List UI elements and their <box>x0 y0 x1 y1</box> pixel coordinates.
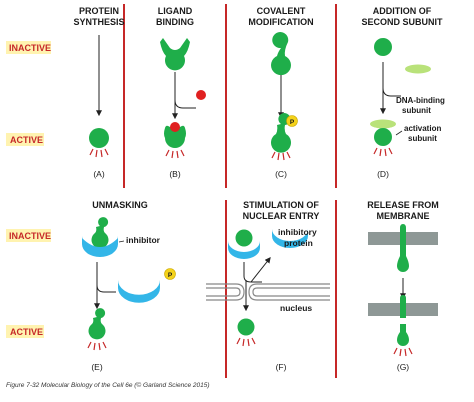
inactive-protein <box>235 229 253 247</box>
svg-text:subunit: subunit <box>402 106 431 115</box>
dna-binding-subunit <box>374 38 392 56</box>
nuclear-envelope <box>206 283 245 301</box>
inactive-protein <box>91 217 109 249</box>
svg-text:PROTEIN: PROTEIN <box>79 6 119 16</box>
svg-text:COVALENT: COVALENT <box>257 6 306 16</box>
bound-ligand <box>170 122 180 132</box>
svg-text:MEMBRANE: MEMBRANE <box>377 211 430 221</box>
active-protein <box>164 125 186 148</box>
active-protein <box>89 128 109 148</box>
svg-text:LIGAND: LIGAND <box>158 6 193 16</box>
svg-text:INACTIVE: INACTIVE <box>9 231 51 241</box>
svg-text:INACTIVE: INACTIVE <box>9 43 51 53</box>
svg-text:P: P <box>168 272 173 279</box>
svg-text:RELEASE FROM: RELEASE FROM <box>367 200 439 210</box>
svg-text:inhibitor: inhibitor <box>126 235 161 245</box>
state-active-bottom: ACTIVE <box>6 325 44 338</box>
panel-d: ADDITION OF SECOND SUBUNIT DNA-binding s… <box>361 6 444 179</box>
active-protein <box>271 113 291 153</box>
svg-text:nucleus: nucleus <box>280 303 312 313</box>
inactive-protein <box>160 38 190 71</box>
svg-text:SYNTHESIS: SYNTHESIS <box>73 17 124 27</box>
svg-text:(E): (E) <box>91 362 103 372</box>
svg-text:DNA-binding: DNA-binding <box>396 96 445 105</box>
state-active-top: ACTIVE <box>6 133 44 146</box>
svg-text:NUCLEAR ENTRY: NUCLEAR ENTRY <box>243 211 320 221</box>
nuclear-envelope-right <box>248 283 330 301</box>
svg-text:ADDITION OF: ADDITION OF <box>373 6 432 16</box>
svg-text:(F): (F) <box>276 362 287 372</box>
svg-text:MODIFICATION: MODIFICATION <box>248 17 313 27</box>
svg-text:STIMULATION OF: STIMULATION OF <box>243 200 319 210</box>
panel-b: LIGAND BINDING (B) <box>156 6 206 179</box>
svg-text:ACTIVE: ACTIVE <box>10 327 43 337</box>
phosphate <box>164 268 176 280</box>
svg-text:P: P <box>290 119 295 126</box>
svg-text:(C): (C) <box>275 169 287 179</box>
svg-text:protein: protein <box>284 238 313 248</box>
panel-a: PROTEIN SYNTHESIS (A) <box>73 6 124 179</box>
svg-text:SECOND SUBUNIT: SECOND SUBUNIT <box>361 17 443 27</box>
svg-text:(A): (A) <box>93 169 105 179</box>
svg-text:BINDING: BINDING <box>156 17 194 27</box>
released-inhibitor <box>118 280 160 303</box>
inhibitory-protein-bound <box>228 241 260 259</box>
released-protein <box>397 324 409 346</box>
svg-text:ACTIVE: ACTIVE <box>10 135 43 145</box>
bound-activation-subunit <box>370 119 396 129</box>
membrane-anchored-protein <box>397 224 409 272</box>
active-protein <box>374 128 392 146</box>
phosphate <box>286 115 298 127</box>
panel-dividers <box>123 4 337 378</box>
svg-text:(G): (G) <box>397 362 409 372</box>
figure-caption: Figure 7-32 Molecular Biology of the Cel… <box>6 381 210 389</box>
inactive-protein <box>271 32 292 76</box>
membrane-stub <box>400 295 406 318</box>
svg-text:activation: activation <box>404 124 441 133</box>
activation-subunit <box>405 64 431 74</box>
ligand <box>196 90 206 100</box>
svg-text:subunit: subunit <box>408 134 437 143</box>
state-inactive-bottom: INACTIVE <box>6 229 51 242</box>
panel-f: STIMULATION OF NUCLEAR ENTRY inhibitory … <box>206 200 330 372</box>
svg-text:(B): (B) <box>169 169 181 179</box>
svg-text:inhibitory: inhibitory <box>278 227 317 237</box>
inhibitor-border <box>82 236 118 257</box>
panel-g: RELEASE FROM MEMBRANE (G) <box>367 200 439 372</box>
panel-c: COVALENT MODIFICATION P (C) <box>248 6 313 179</box>
panel-e: UNMASKING inhibitor P (E) <box>82 200 176 372</box>
inhibitory-protein-released <box>272 229 308 248</box>
active-protein <box>237 318 255 336</box>
active-protein <box>88 308 106 340</box>
state-inactive-top: INACTIVE <box>6 41 51 54</box>
svg-text:UNMASKING: UNMASKING <box>92 200 148 210</box>
svg-text:(D): (D) <box>377 169 389 179</box>
